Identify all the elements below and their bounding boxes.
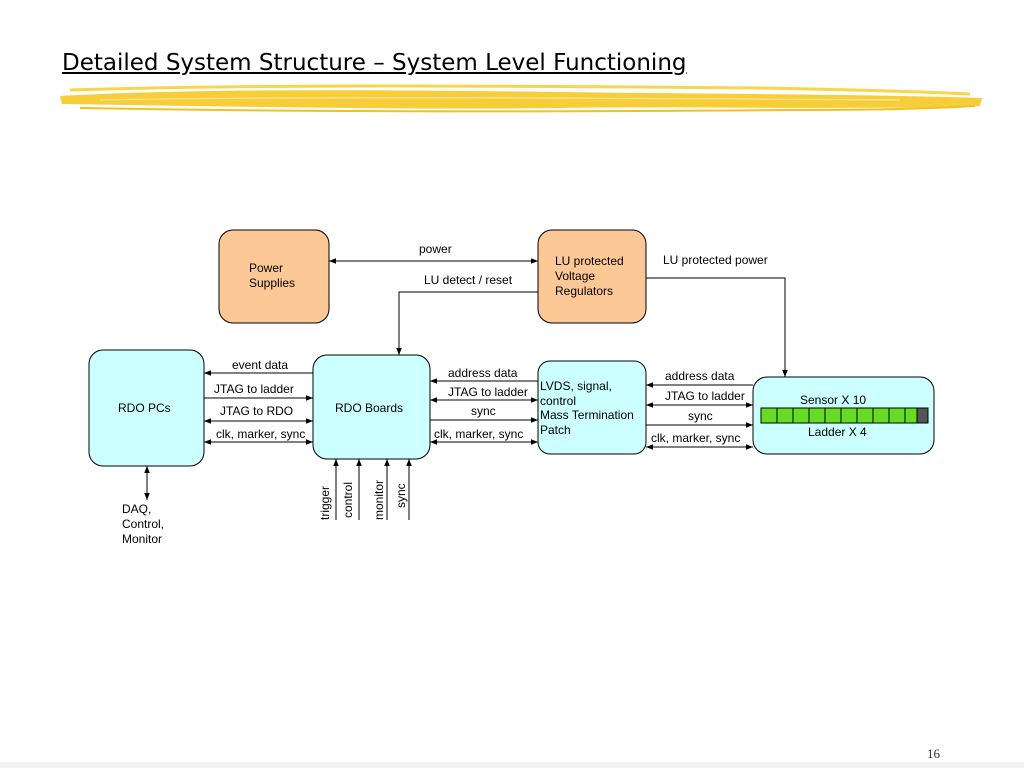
title-highlight [60,84,982,113]
jtag-rdo-label: JTAG to RDO [220,404,293,418]
rdo-boards-label: RDO Boards [335,401,403,415]
daq-label-3: Monitor [122,532,162,546]
power-label: power [419,242,452,256]
power-supplies-label-1: Power [249,261,283,275]
addr-mid-label: address data [448,366,518,380]
daq-label-2: Control, [122,517,164,531]
page-number: 16 [927,746,940,761]
rdo-boards-box [312,354,431,460]
power-supplies-label-2: Supplies [249,276,295,290]
sync-right-label: sync [688,409,713,423]
lu-protected-power-line [646,277,788,377]
lu-regulators-label-3: Regulators [555,284,613,298]
daq-label-1: DAQ, [122,502,151,516]
rdo-pcs-label: RDO PCs [118,401,171,415]
lvds-label-2: control [540,394,576,408]
jtag-ladder-left-label: JTAG to ladder [214,382,294,396]
lu-protected-power-label: LU protected power [663,253,768,267]
lu-detect-line [396,291,538,355]
jtag-ladder-right-label: JTAG to ladder [665,389,745,403]
lu-detect-label: LU detect / reset [424,273,513,287]
monitor-label: monitor [372,480,386,520]
sensor-label: Sensor X 10 [800,393,866,407]
sync-vert-label: sync [394,483,408,508]
ladder-label: Ladder X 4 [808,425,867,439]
clk-right-label: clk, marker, sync [651,431,740,445]
lvds-label-1: LVDS, signal, [540,379,612,393]
lu-regulators-label-1: LU protected [555,254,624,268]
sync-mid-label: sync [471,404,496,418]
lvds-label-4: Patch [540,423,571,437]
bottom-divider [0,762,1024,768]
sensor-strip [760,407,929,424]
control-label: control [341,482,355,518]
clk-left-label: clk, marker, sync [216,427,305,441]
power-supplies-box [218,229,330,324]
clk-mid-label: clk, marker, sync [434,427,523,441]
event-data-label: event data [232,358,288,372]
trigger-label: trigger [318,486,332,520]
addr-right-label: address data [665,369,735,383]
lu-regulators-box [537,229,647,324]
lvds-label-3: Mass Termination [540,408,634,422]
lu-regulators-label-2: Voltage [555,269,595,283]
page-title: Detailed System Structure – System Level… [62,50,687,76]
jtag-ladder-mid-label: JTAG to ladder [448,385,528,399]
